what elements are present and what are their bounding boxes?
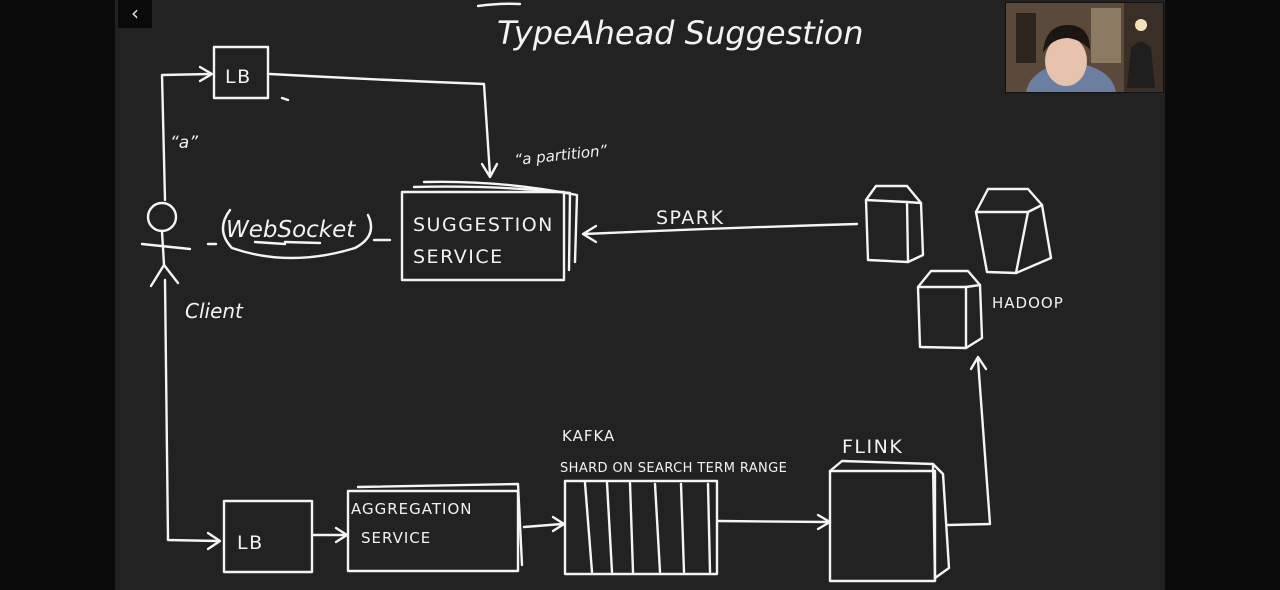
back-button[interactable]: ‹ [118,0,152,28]
kafka-queue: KAFKA SHARD ON SEARCH TERM RANGE [560,427,787,576]
client-stick-figure [140,201,192,288]
hadoop-node-3 [916,269,984,350]
diagram-title: TypeAhead Suggestion [476,2,864,52]
svg-text:SHARD ON SEARCH TERM RANGE: SHARD ON SEARCH TERM RANGE [560,461,787,476]
bottom-load-balancer: LB [222,499,314,574]
svg-text:LB: LB [225,66,252,88]
svg-text:FLINK: FLINK [842,436,903,458]
suggestion-service-box: SUGGESTION SERVICE [400,180,579,282]
flink-box: FLINK [828,436,951,583]
typed-text-label: “a” [170,133,198,153]
websocket-connection: WebSocket [206,208,392,260]
hadoop-node-2 [974,187,1053,275]
chevron-left-icon: ‹ [131,1,139,25]
hadoop-node-1 [864,184,925,264]
bottom-lb-to-aggregation-arrow [311,526,349,544]
stray-mark [280,96,290,102]
svg-text:HADOOP: HADOOP [992,294,1064,312]
top-lb-to-suggestion-arrow [268,72,499,179]
partition-annotation: “a partition” [514,141,609,169]
svg-text:TypeAhead Suggestion: TypeAhead Suggestion [497,14,864,52]
svg-text:LB: LB [237,532,264,554]
client-to-bottom-lb-arrow [163,278,222,551]
client-label: Client [185,299,244,323]
top-load-balancer: LB [212,45,270,100]
svg-text:SPARK: SPARK [656,207,724,229]
whiteboard-canvas [115,0,1165,590]
flink-to-hadoop-arrow [946,355,992,527]
svg-text:SERVICE: SERVICE [361,529,431,547]
aggregation-to-kafka-arrow [522,515,566,533]
svg-text:SERVICE: SERVICE [413,246,504,268]
presenter-video-thumbnail [1005,2,1164,93]
svg-text:SUGGESTION: SUGGESTION [413,214,554,236]
aggregation-service-box: AGGREGATION SERVICE [346,482,524,573]
client-to-top-lb-arrow [160,65,214,202]
kafka-to-flink-arrow [716,513,832,531]
hadoop-cluster: HADOOP [864,184,1064,350]
spark-arrow: SPARK [581,207,859,244]
svg-text:KAFKA: KAFKA [562,427,615,445]
svg-text:WebSocket: WebSocket [226,217,356,243]
svg-text:AGGREGATION: AGGREGATION [351,500,472,518]
